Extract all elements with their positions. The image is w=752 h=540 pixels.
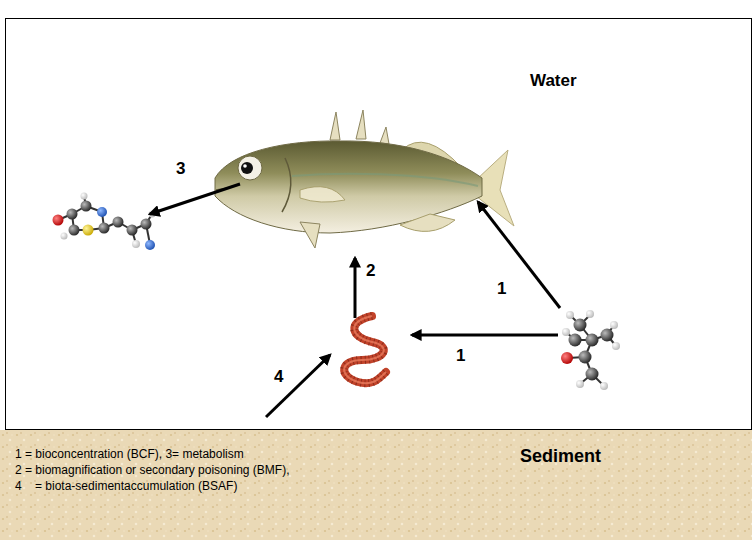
callout-number: 4 <box>274 368 283 385</box>
water-panel: Water <box>5 18 752 430</box>
sediment-ground <box>0 430 752 540</box>
callout-number: 3 <box>176 160 185 177</box>
region-title: Water <box>530 71 577 91</box>
legend-line: 1 = bioconcentration (BCF), 3= metabolis… <box>15 448 244 462</box>
legend-line: 4 = biota-sedimentaccumulation (BSAF) <box>15 480 237 494</box>
callout-number: 1 <box>497 280 506 297</box>
sediment-band: Sediment 1 = bioconcentration (BCF), 3= m… <box>5 430 752 540</box>
worm <box>344 316 386 383</box>
fish <box>215 110 514 248</box>
callout-number: 1 <box>456 347 465 364</box>
metabolite-molecule <box>53 193 156 251</box>
process-arrows <box>150 184 560 417</box>
legend-line: 2 = biomagnification or secondary poison… <box>15 464 289 478</box>
chemical-molecule <box>561 310 620 390</box>
callout-number: 2 <box>366 262 375 279</box>
region-title: Sediment <box>520 446 601 467</box>
